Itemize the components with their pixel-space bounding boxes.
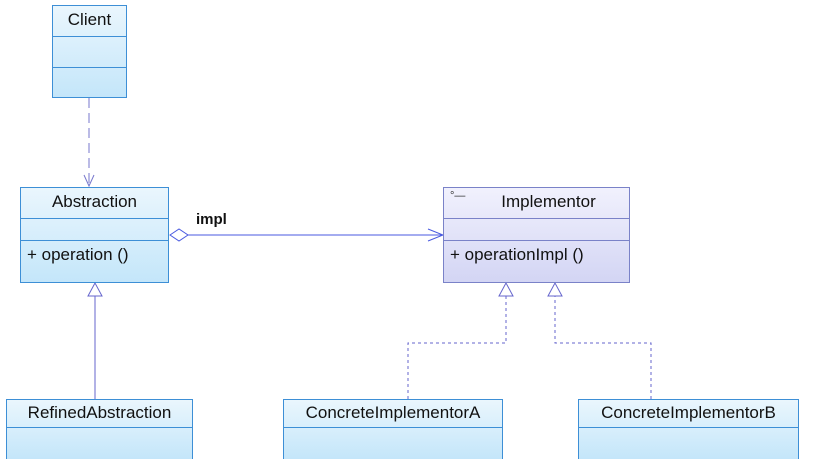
abstraction-operation: + operation () xyxy=(27,245,129,264)
client-dependency-arrow[interactable] xyxy=(83,98,95,188)
interface-stereotype-icon: °— xyxy=(450,190,466,202)
impl-aggregation-line[interactable] xyxy=(169,228,445,242)
client-class[interactable]: Client xyxy=(52,5,127,98)
concrete-implementor-b-class[interactable]: ConcreteImplementorB xyxy=(578,399,799,459)
concrete-b-realization-arrow[interactable] xyxy=(547,281,652,399)
concrete-implementor-a-class-name: ConcreteImplementorA xyxy=(305,403,481,422)
implementor-class[interactable]: °— Implementor + operationImpl () xyxy=(443,187,630,283)
impl-label: impl xyxy=(196,211,227,228)
abstraction-class[interactable]: Abstraction + operation () xyxy=(20,187,169,283)
implementor-class-name: Implementor xyxy=(501,192,596,211)
refined-abstraction-class[interactable]: RefinedAbstraction xyxy=(6,399,193,459)
concrete-implementor-a-class[interactable]: ConcreteImplementorA xyxy=(283,399,503,459)
refined-generalization-arrow[interactable] xyxy=(87,281,103,400)
abstraction-class-name: Abstraction xyxy=(51,192,138,211)
concrete-implementor-b-class-name: ConcreteImplementorB xyxy=(601,403,776,422)
concrete-a-realization-arrow[interactable] xyxy=(407,281,514,399)
implementor-operation: + operationImpl () xyxy=(450,245,584,264)
client-class-name: Client xyxy=(67,10,112,29)
refined-abstraction-class-name: RefinedAbstraction xyxy=(27,403,172,422)
